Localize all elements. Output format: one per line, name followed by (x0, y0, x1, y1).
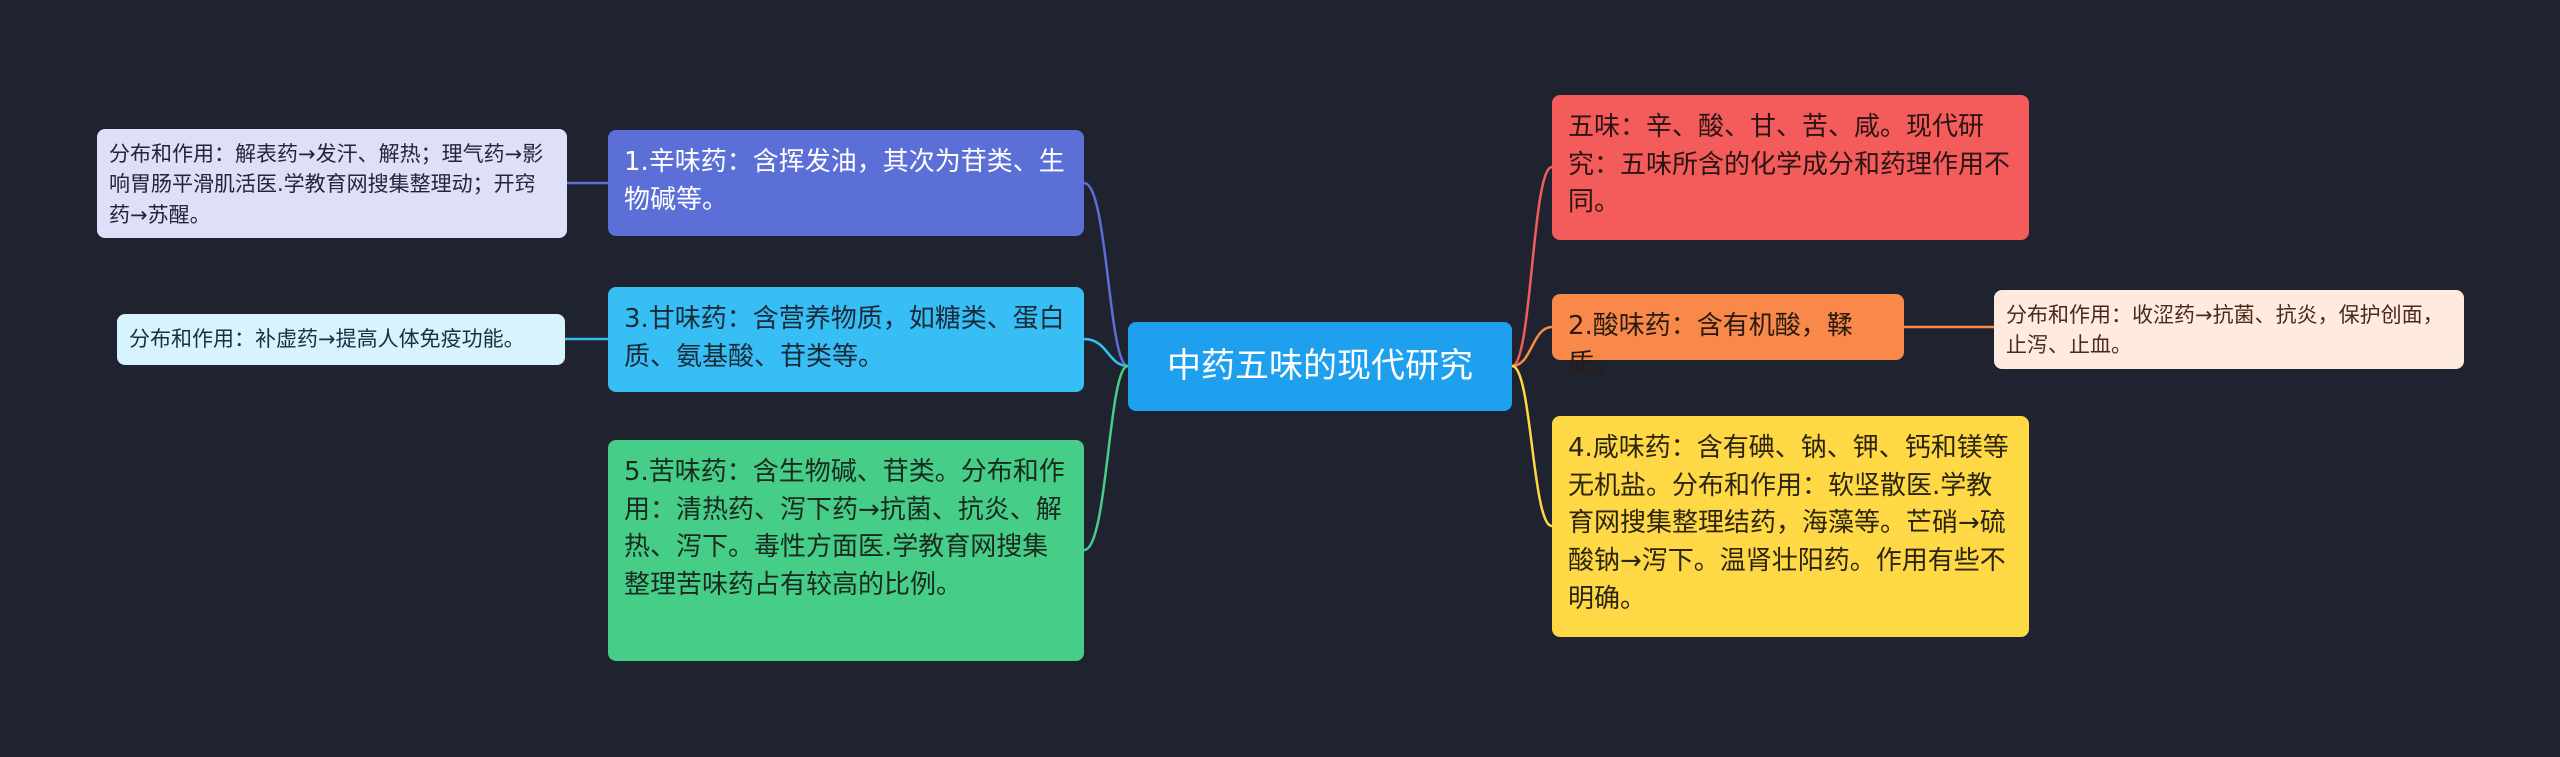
topic-gan-label: 3.甘味药：含营养物质，如糖类、蛋白质、氨基酸、苷类等。 (624, 304, 1065, 372)
link-center-gan (1083, 337, 1129, 368)
subtopic-gan-detail-label: 分布和作用：补虚药→提高人体免疫功能。 (129, 327, 525, 352)
topic-ku-label: 5.苦味药：含生物碱、苷类。分布和作用：清热药、泻下药→抗菌、抗炎、解热、泻下。… (624, 457, 1065, 601)
topic-suan-label: 2.酸味药：含有机酸，鞣质。 (1568, 311, 1853, 379)
subtopic-xin-detail-label: 分布和作用：解表药→发汗、解热；理气药→影响胃肠平滑肌活医.学教育网搜集整理动；… (109, 142, 544, 227)
link-center-ku (1083, 364, 1129, 552)
topic-xin[interactable]: 1.辛味药：含挥发油，其次为苷类、生物碱等。 (608, 130, 1084, 236)
topic-wu-label: 五味：辛、酸、甘、苦、咸。现代研究：五味所含的化学成分和药理作用不同。 (1568, 112, 2011, 218)
topic-wu[interactable]: 五味：辛、酸、甘、苦、咸。现代研究：五味所含的化学成分和药理作用不同。 (1552, 95, 2029, 240)
link-center-xian (1511, 364, 1553, 528)
subtopic-suan-detail[interactable]: 分布和作用：收涩药→抗菌、抗炎，保护创面，止泻、止血。 (1994, 290, 2464, 369)
link-center-xin (1083, 181, 1129, 368)
link-center-wu (1511, 165, 1553, 368)
topic-xian-label: 4.咸味药：含有碘、钠、钾、钙和镁等无机盐。分布和作用：软坚散医.学教育网搜集整… (1568, 433, 2009, 614)
topic-gan[interactable]: 3.甘味药：含营养物质，如糖类、蛋白质、氨基酸、苷类等。 (608, 287, 1084, 392)
topic-suan[interactable]: 2.酸味药：含有机酸，鞣质。 (1552, 294, 1904, 379)
subtopic-xin-detail[interactable]: 分布和作用：解表药→发汗、解热；理气药→影响胃肠平滑肌活医.学教育网搜集整理动；… (97, 129, 567, 238)
topic-ku[interactable]: 5.苦味药：含生物碱、苷类。分布和作用：清热药、泻下药→抗菌、抗炎、解热、泻下。… (608, 440, 1084, 661)
subtopic-suan-detail-label: 分布和作用：收涩药→抗菌、抗炎，保护创面，止泻、止血。 (2006, 303, 2444, 358)
link-center-suan (1511, 325, 1553, 368)
central-topic-label: 中药五味的现代研究 (1167, 345, 1473, 386)
central-topic[interactable]: 中药五味的现代研究 (1128, 322, 1512, 411)
topic-xin-label: 1.辛味药：含挥发油，其次为苷类、生物碱等。 (624, 147, 1065, 215)
subtopic-gan-detail[interactable]: 分布和作用：补虚药→提高人体免疫功能。 (117, 314, 565, 365)
topic-xian[interactable]: 4.咸味药：含有碘、钠、钾、钙和镁等无机盐。分布和作用：软坚散医.学教育网搜集整… (1552, 416, 2029, 637)
